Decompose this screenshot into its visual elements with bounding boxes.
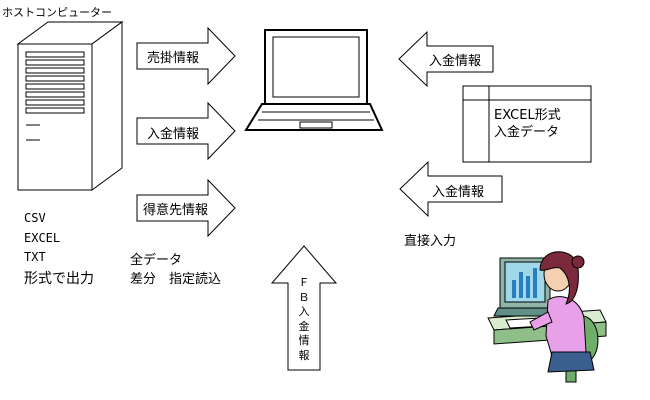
fb-char: 報 (298, 348, 310, 362)
laptop-icon (244, 29, 384, 131)
fb-char: 情 (298, 334, 310, 347)
excel-format-label: EXCEL形式 (494, 108, 561, 123)
payment-in-label: 入金情報 (429, 54, 482, 69)
customer-info-label: 得意先情報 (143, 203, 209, 218)
payment-direct-label: 入金情報 (432, 185, 485, 200)
payment-info-arrow-shape (136, 101, 236, 161)
sales-info-label: 売掛情報 (147, 51, 200, 66)
fb-char: Ｆ (298, 276, 310, 289)
host-title: ホストコンピューター (2, 6, 112, 19)
fb-char: Ｂ (298, 290, 310, 304)
all-data-label: 全データ (130, 253, 183, 268)
direct-input-label: 直接入力 (404, 234, 457, 249)
payment-info-label: 入金情報 (147, 127, 200, 142)
output-caption: 形式で出力 (24, 271, 94, 287)
format-excel: EXCEL (24, 231, 61, 245)
payment-in-arrow-shape (398, 30, 494, 88)
fb-info-arrow-shape (270, 245, 338, 371)
format-csv: CSV (24, 211, 46, 225)
person-at-computer-icon (487, 251, 607, 383)
format-txt: TXT (24, 250, 46, 264)
fb-char: 入 (298, 305, 310, 318)
payment-data-label: 入金データ (494, 125, 560, 140)
host-computer-icon (16, 21, 124, 191)
sales-info-arrow-shape (136, 26, 236, 86)
excel-data-box (462, 85, 592, 163)
customer-info-arrow-shape (136, 178, 236, 238)
payment-direct-arrow-shape (399, 160, 503, 218)
fb-info-label: Ｆ Ｂ 入 金 情 報 (296, 276, 312, 363)
diff-read-label: 差分 指定読込 (130, 272, 222, 287)
fb-char: 金 (298, 319, 310, 333)
